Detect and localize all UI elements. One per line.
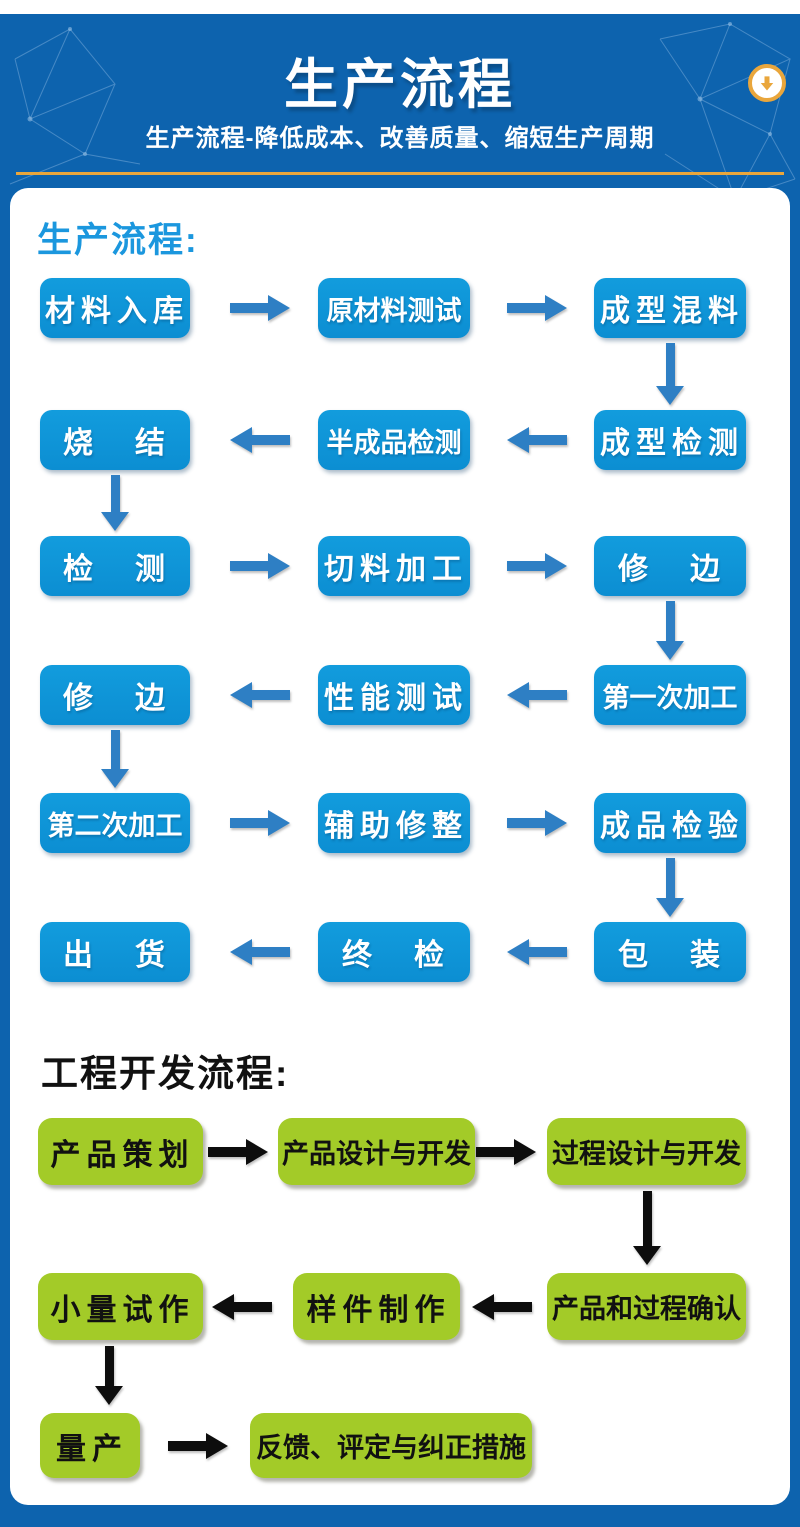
flow-step-box: 过程设计与开发 — [547, 1118, 746, 1185]
arrow-down-icon — [101, 730, 129, 788]
arrow-right-icon — [168, 1432, 228, 1459]
arrow-left-icon — [507, 939, 567, 965]
flow-step-box: 产品策划 — [38, 1118, 203, 1185]
arrow-down-icon — [656, 858, 684, 917]
arrow-left-icon — [507, 427, 567, 453]
flow-step-box: 切料加工 — [318, 536, 470, 596]
flow-step-box: 检 测 — [40, 536, 190, 596]
flow-step-box: 出 货 — [40, 922, 190, 982]
flow-step-box: 成型混料 — [594, 278, 746, 338]
flow-step-box: 成型检测 — [594, 410, 746, 470]
arrow-left-icon — [230, 939, 290, 965]
arrow-down-icon — [656, 601, 684, 660]
arrow-right-icon — [476, 1138, 536, 1165]
flow-step-box: 包 装 — [594, 922, 746, 982]
flow-step-box: 产品设计与开发 — [278, 1118, 475, 1185]
arrow-right-icon — [208, 1138, 268, 1165]
flow-step-box: 材料入库 — [40, 278, 190, 338]
engineering-flow-heading: 工程开发流程: — [41, 1053, 290, 1094]
content-panel: 生产流程: 材料入库原材料测试成型混料烧 结半成品检测成型检测检 测切料加工修 … — [10, 188, 790, 1505]
flow-step-box: 烧 结 — [40, 410, 190, 470]
down-arrow-icon — [760, 76, 774, 91]
flow-step-box: 样件制作 — [293, 1273, 460, 1340]
arrow-down-icon — [632, 1191, 661, 1265]
production-flow-heading: 生产流程: — [37, 221, 199, 260]
arrow-right-icon — [230, 810, 290, 836]
page-title: 生产流程 — [284, 55, 516, 115]
scroll-down-icon — [748, 64, 786, 102]
flow-step-box: 产品和过程确认 — [547, 1273, 746, 1340]
flow-step-box: 终 检 — [318, 922, 470, 982]
arrow-right-icon — [230, 295, 290, 321]
page-subtitle: 生产流程-降低成本、改善质量、缩短生产周期 — [145, 125, 655, 152]
arrow-left-icon — [230, 427, 290, 453]
flow-step-box: 成品检验 — [594, 793, 746, 853]
arrow-right-icon — [507, 553, 567, 579]
arrow-down-icon — [101, 475, 129, 531]
flow-step-box: 原材料测试 — [318, 278, 470, 338]
flow-step-box: 第二次加工 — [40, 793, 190, 853]
engineering-flowchart: 产品策划 产品设计与开发 过程设计与开发小量试作 样件制作 产品和过程确认量产 反馈、评定… — [10, 188, 790, 1505]
arrow-right-icon — [230, 553, 290, 579]
header-divider — [16, 172, 784, 175]
arrow-left-icon — [507, 682, 567, 708]
arrow-right-icon — [507, 295, 567, 321]
flow-step-box: 性能测试 — [318, 665, 470, 725]
arrow-down-icon — [94, 1346, 123, 1405]
arrow-right-icon — [507, 810, 567, 836]
flow-step-box: 第一次加工 — [594, 665, 746, 725]
flow-step-box: 辅助修整 — [318, 793, 470, 853]
flow-step-box: 量产 — [40, 1413, 140, 1478]
flow-step-box: 小量试作 — [38, 1273, 203, 1340]
arrow-left-icon — [472, 1293, 532, 1320]
arrow-left-icon — [212, 1293, 272, 1320]
production-flowchart: 材料入库原材料测试成型混料烧 结半成品检测成型检测检 测切料加工修 边修 边性能… — [10, 188, 790, 1505]
flow-step-box: 反馈、评定与纠正措施 — [250, 1413, 532, 1478]
flow-step-box: 修 边 — [40, 665, 190, 725]
arrow-down-icon — [656, 343, 684, 405]
flow-step-box: 修 边 — [594, 536, 746, 596]
arrow-left-icon — [230, 682, 290, 708]
flow-step-box: 半成品检测 — [318, 410, 470, 470]
top-white-strip — [0, 0, 800, 14]
page-header: 生产流程 生产流程-降低成本、改善质量、缩短生产周期 — [0, 14, 800, 202]
